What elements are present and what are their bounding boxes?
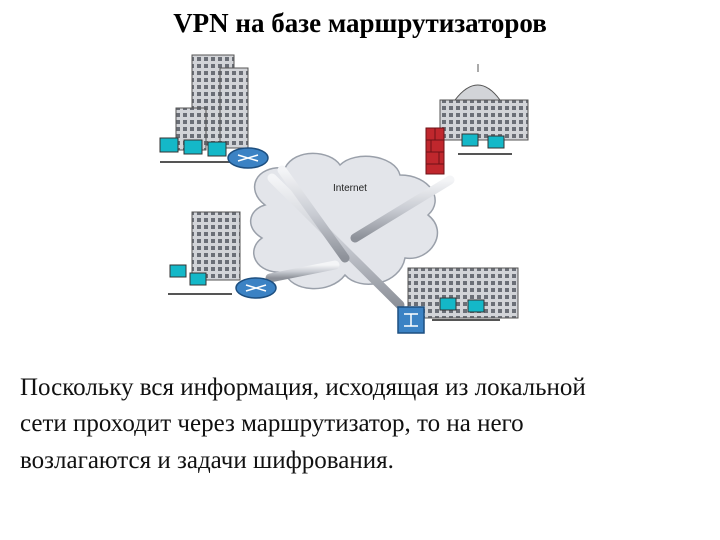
tunnel-top-right xyxy=(350,175,455,243)
monitor-icon xyxy=(159,137,235,163)
monitor-icon xyxy=(432,297,500,321)
monitor-icon xyxy=(458,133,512,155)
body-line: возлагаются и задачи шифрования. xyxy=(20,446,394,474)
site-top-left xyxy=(159,54,269,169)
site-bottom-right xyxy=(397,267,519,334)
tunnel-bottom-left xyxy=(265,260,340,283)
internet-label: Internet xyxy=(333,183,367,194)
tunnel-top-left-down xyxy=(277,165,350,263)
vpn-tunnels xyxy=(265,165,455,310)
site-bottom-left xyxy=(168,211,277,299)
slide-title: VPN на базе маршрутизаторов xyxy=(173,8,547,38)
body-line: Поскольку вся информация, исходящая из л… xyxy=(20,374,586,401)
monitor-icon xyxy=(168,264,232,295)
slide-body-text: Поскольку вся информация, исходящая из л… xyxy=(20,370,700,479)
vpn-network-diagram: Internet xyxy=(159,54,529,334)
body-line: сети проходит через маршрутизатор, то на… xyxy=(20,410,524,438)
site-top-right xyxy=(425,64,529,175)
